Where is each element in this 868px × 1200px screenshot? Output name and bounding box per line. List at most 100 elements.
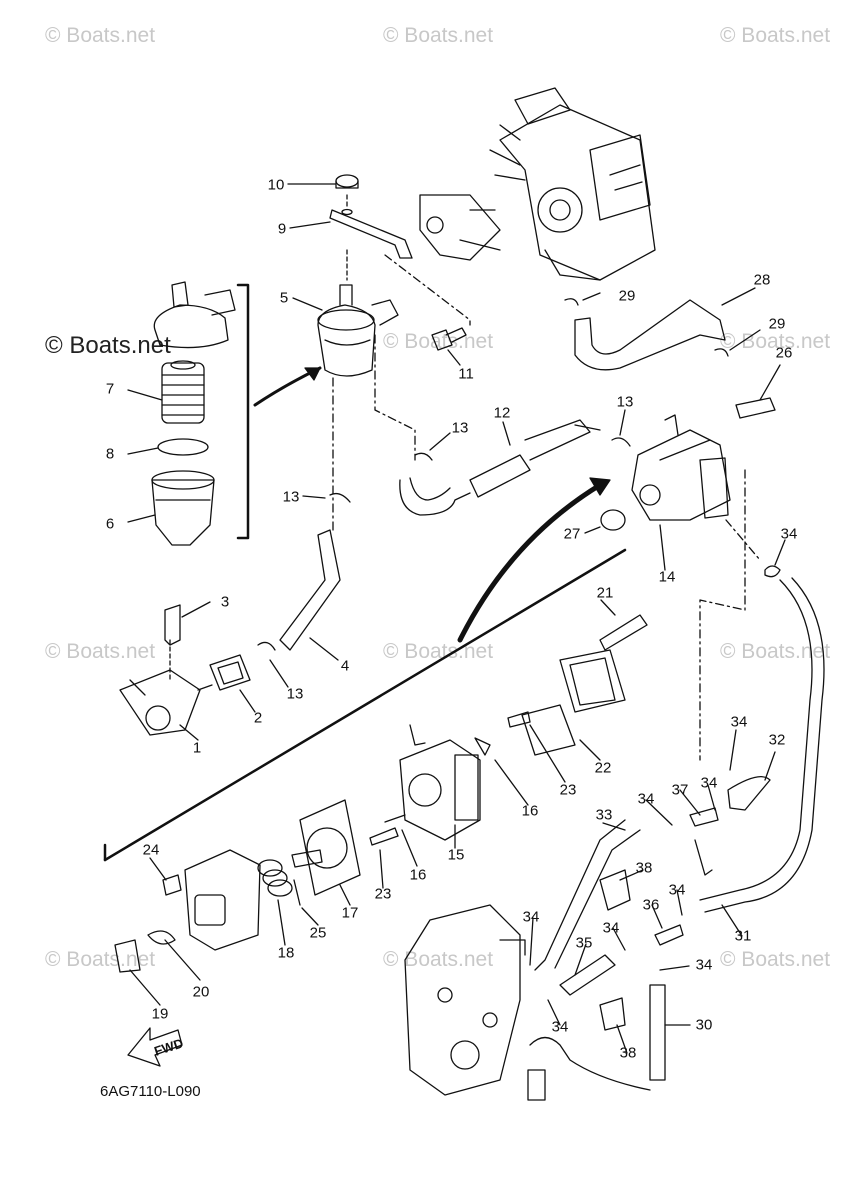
callout-38: 38	[635, 859, 653, 877]
watermark: © Boats.net	[383, 24, 494, 47]
clip-13	[414, 452, 433, 461]
callout-20: 20	[192, 983, 210, 1001]
watermark: © Boats.net	[720, 640, 831, 663]
fwd-label: FWD	[152, 1035, 185, 1058]
hose-28	[574, 299, 726, 371]
callout-13: 13	[286, 685, 304, 703]
callout-29: 29	[618, 287, 636, 305]
callout-6: 6	[105, 515, 115, 533]
callout-23: 23	[374, 885, 392, 903]
callout-18: 18	[277, 944, 295, 962]
callout-25: 25	[309, 924, 327, 942]
clip-34	[764, 565, 781, 578]
watermark: © Boats.net	[45, 332, 171, 359]
pin-16	[384, 814, 406, 823]
bolt-3	[164, 604, 181, 646]
pin-25	[293, 879, 301, 906]
callout-15: 15	[447, 846, 465, 864]
callout-22: 22	[594, 759, 612, 777]
callout-24: 24	[142, 841, 160, 859]
callout-9: 9	[277, 220, 287, 238]
callout-12: 12	[493, 404, 511, 422]
gasket-22b	[521, 704, 576, 756]
callout-34: 34	[700, 774, 718, 792]
callout-26: 26	[775, 344, 793, 362]
bracket-9	[329, 209, 413, 259]
callout-34: 34	[730, 713, 748, 731]
callout-2: 2	[253, 709, 263, 727]
callout-3: 3	[220, 593, 230, 611]
watermark: © Boats.net	[45, 24, 156, 47]
o-ring-27	[600, 509, 626, 531]
bolt-26	[735, 397, 776, 419]
screw-23	[369, 827, 399, 846]
callout-5: 5	[279, 289, 289, 307]
hose-33	[534, 819, 626, 971]
carburetor	[419, 87, 656, 281]
fuel-pump-14	[631, 414, 731, 521]
callout-16: 16	[409, 866, 427, 884]
watermark: © Boats.net	[720, 330, 831, 353]
gasket-22	[559, 649, 626, 713]
callout-13: 13	[451, 419, 469, 437]
pump-cover	[184, 849, 261, 951]
callout-4: 4	[340, 657, 350, 675]
clip-13	[611, 437, 631, 447]
callout-34: 34	[522, 908, 540, 926]
callout-11: 11	[458, 365, 474, 383]
clip-38	[599, 869, 631, 911]
spring-20	[147, 930, 176, 945]
callout-29: 29	[768, 315, 786, 333]
pin-16	[474, 737, 491, 756]
diaphragm-17	[291, 799, 361, 896]
callout-16: 16	[521, 802, 539, 820]
callout-14: 14	[658, 568, 676, 586]
callout-34: 34	[695, 956, 713, 974]
filter-link	[694, 839, 713, 876]
callout-31: 31	[734, 927, 752, 945]
callout-21: 21	[596, 584, 614, 602]
valve-19	[114, 939, 141, 973]
callout-7: 7	[105, 380, 115, 398]
callout-17: 17	[341, 904, 359, 922]
callout-13: 13	[616, 393, 634, 411]
nut-10	[335, 174, 359, 189]
bolt-11	[431, 327, 467, 351]
spring-18	[257, 859, 293, 897]
nut-24	[162, 874, 182, 896]
fwd-arrow	[127, 1027, 183, 1067]
watermark: © Boats.net	[720, 948, 831, 971]
clip-29	[564, 298, 579, 306]
callout-34: 34	[780, 525, 798, 543]
solenoid-1	[119, 669, 213, 736]
hose-12	[399, 419, 601, 516]
filter-element-7	[161, 360, 205, 424]
watermark: © Boats.net	[45, 640, 156, 663]
callout-13: 13	[282, 488, 300, 506]
hose-35	[559, 954, 616, 996]
pump-body-15	[399, 724, 481, 841]
clip-13	[257, 641, 276, 651]
gasket-2	[209, 654, 251, 691]
hose-32	[727, 776, 771, 811]
hose-31	[699, 579, 813, 901]
filter-cup-6	[151, 470, 215, 546]
joint-36	[654, 924, 684, 946]
watermark: © Boats.net	[45, 948, 156, 971]
watermark: © Boats.net	[383, 948, 494, 971]
callout-35: 35	[575, 934, 593, 952]
callout-23: 23	[559, 781, 577, 799]
callout-38: 38	[619, 1044, 637, 1062]
callout-36: 36	[642, 896, 660, 914]
joint-37	[689, 807, 719, 827]
callout-30: 30	[695, 1016, 713, 1034]
clip-13	[329, 492, 351, 503]
clip-38	[599, 997, 626, 1031]
engine-block	[404, 904, 651, 1101]
callout-34: 34	[668, 881, 686, 899]
callout-10: 10	[267, 176, 285, 194]
callout-34: 34	[551, 1018, 569, 1036]
hose-30	[649, 984, 666, 1081]
watermark: © Boats.net	[720, 24, 831, 47]
